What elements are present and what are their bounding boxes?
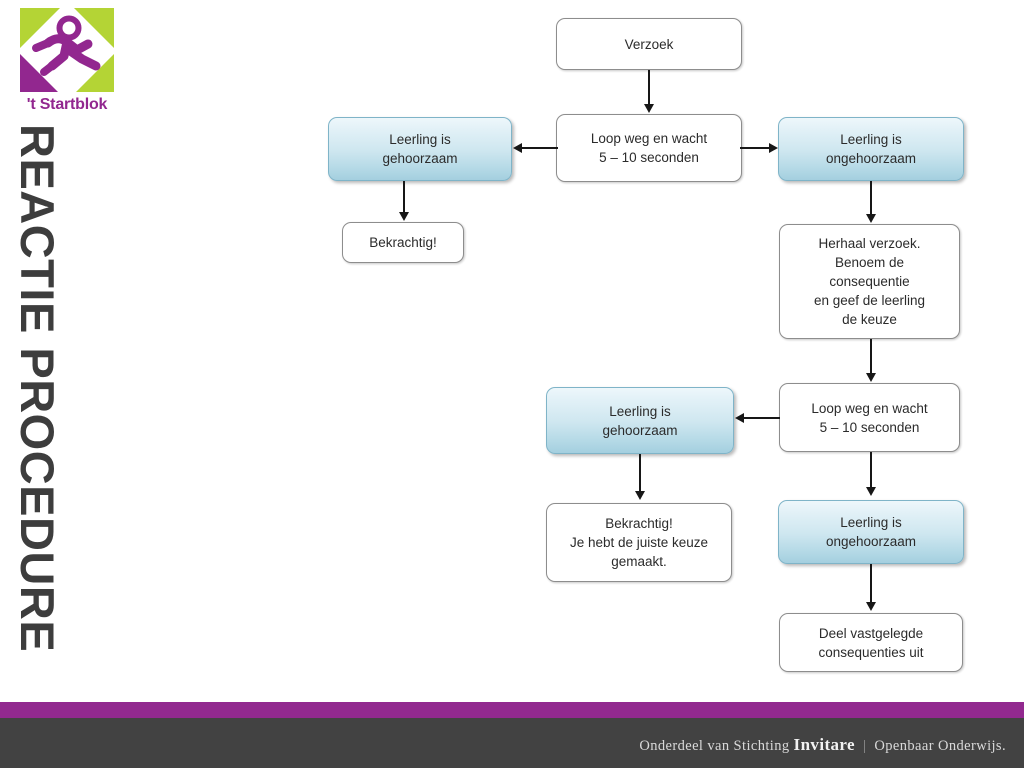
flow-node-ongehoorzaam-2[interactable]: Leerling is ongehoorzaam [778,500,964,564]
footer-bar [0,718,1024,768]
flow-node-line: Bekrachtig! [605,516,673,531]
flow-node-line: Leerling is [840,132,902,147]
flow-node-line: de keuze [842,312,897,327]
connector-gehoorzaam2-to-bekrachtig2 [639,454,641,492]
arrowhead-down [866,373,876,382]
branding-rail: 't Startblok REACTIE PROCEDURE [0,0,140,702]
flow-node-line: Loop weg en wacht [811,400,928,416]
flow-node-line: Loop weg en wacht [590,131,708,146]
flow-node-bekrachtig-2[interactable]: Bekrachtig! Je hebt de juiste keuze gema… [546,503,732,582]
flow-node-herhaal-verzoek[interactable]: Herhaal verzoek. Benoem de consequentie … [779,224,960,339]
connector-loopweg1-to-ongehoorzaam1 [740,147,770,149]
footer-credit: Onderdeel van Stichting Invitare | Openb… [639,735,1006,755]
flow-node-line: Leerling is [389,132,451,147]
connector-verzoek-to-loopweg1 [648,70,650,105]
logo-wordmark: 't Startblok [26,96,108,113]
flow-node-line: Je hebt de juiste keuze [569,535,709,550]
arrowhead-left [735,413,744,423]
flow-node-line: 5 – 10 seconden [819,419,920,435]
connector-ongehoorzaam2-to-deel [870,564,872,603]
flow-node-line: Verzoek [624,36,674,52]
connector-herhaal-to-loopweg2 [870,339,872,374]
flow-node-loop-weg-1[interactable]: Loop weg en wacht 5 – 10 seconden [556,114,742,182]
footer-accent-bar [0,702,1024,718]
page-title-text: REACTIE PROCEDURE [11,124,64,653]
flow-node-line: gehoorzaam [602,422,678,438]
flow-node-bekrachtig-1[interactable]: Bekrachtig! [342,222,464,263]
arrowhead-down [399,212,409,221]
page-title: REACTIE PROCEDURE [0,0,140,702]
arrowhead-right [769,143,778,153]
arrowhead-down [866,487,876,496]
connector-loopweg1-to-gehoorzaam1 [522,147,558,149]
flow-node-line: Leerling is [609,403,671,419]
flow-node-line: Herhaal verzoek. [818,236,921,251]
flow-node-line: ongehoorzaam [825,534,917,549]
footer-suffix: Openbaar Onderwijs. [874,738,1006,754]
flow-node-verzoek[interactable]: Verzoek [556,18,742,70]
flow-node-line: gehoorzaam [382,151,458,166]
arrowhead-down [866,214,876,223]
arrowhead-down [635,491,645,500]
flow-node-line: consequentie [829,274,910,289]
logo: 't Startblok [14,4,120,124]
flow-node-line: Bekrachtig! [369,235,437,250]
flow-node-line: Deel vastgelegde [818,625,924,641]
footer-separator: | [863,738,867,754]
flow-node-line: en geef de leerling [813,293,926,308]
footer-prefix: Onderdeel van Stichting [639,738,790,754]
flow-node-loop-weg-2[interactable]: Loop weg en wacht 5 – 10 seconden [779,383,960,452]
flow-node-line: consequenties uit [818,644,924,660]
running-person-icon [20,8,114,92]
flow-node-gehoorzaam-2[interactable]: Leerling is gehoorzaam [546,387,734,454]
flow-node-deel-consequenties[interactable]: Deel vastgelegde consequenties uit [779,613,963,672]
arrowhead-down [644,104,654,113]
arrowhead-left [513,143,522,153]
connector-gehoorzaam1-to-bekrachtig1 [403,181,405,213]
flow-node-line: ongehoorzaam [825,151,917,166]
arrowhead-down [866,602,876,611]
connector-loopweg2-to-gehoorzaam2 [744,417,780,419]
flow-node-gehoorzaam-1[interactable]: Leerling is gehoorzaam [328,117,512,181]
flow-node-ongehoorzaam-1[interactable]: Leerling is ongehoorzaam [778,117,964,181]
flow-node-line: gemaakt. [611,554,667,569]
connector-ongehoorzaam1-to-herhaal [870,181,872,214]
flow-node-line: Leerling is [840,515,902,530]
footer-brand: Invitare [793,735,855,754]
flow-node-line: 5 – 10 seconden [599,150,699,165]
reactie-procedure-flowchart: Verzoek Loop weg en wacht 5 – 10 seconde… [140,0,1024,702]
connector-loopweg2-to-ongehoorzaam2 [870,452,872,488]
flow-node-line: Benoem de [834,255,905,270]
